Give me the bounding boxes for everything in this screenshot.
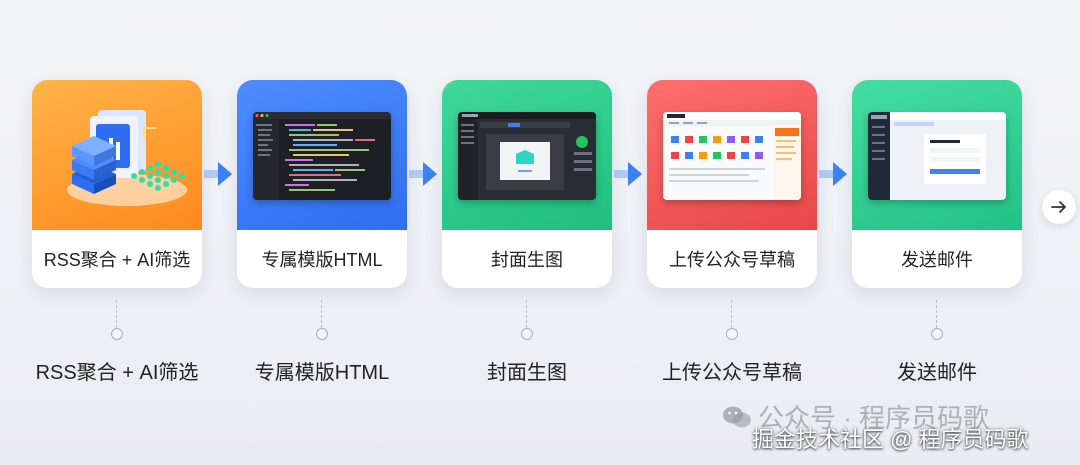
step-label: 上传公众号草稿 <box>669 250 795 270</box>
step-caption: 发送邮件 <box>897 362 977 384</box>
watermark-juejin: 掘金技术社区 @ 程序员码歌 <box>752 427 1029 452</box>
next-arrow-button[interactable] <box>1042 190 1076 224</box>
document-chart-icon <box>67 110 187 206</box>
step-label: 发送邮件 <box>901 250 973 270</box>
step-caption: 上传公众号草稿 <box>662 362 802 384</box>
step-label: RSS聚合 + AI筛选 <box>43 250 191 270</box>
arrow-right-icon <box>614 160 644 188</box>
step-card-email-illustration <box>852 80 1022 230</box>
dashboard-screenshot <box>663 112 801 200</box>
arrow-right-icon <box>819 160 849 188</box>
image-editor-screenshot <box>458 112 596 200</box>
connector <box>316 300 328 346</box>
connector <box>726 300 738 346</box>
connector <box>111 300 123 346</box>
step-card-template-illustration <box>237 80 407 230</box>
step-caption: RSS聚合 + AI筛选 <box>35 362 199 384</box>
step-label: 专属模版HTML <box>261 250 383 270</box>
code-editor-screenshot <box>253 112 391 200</box>
wechat-icon <box>723 406 751 427</box>
step-card-upload: 上传公众号草稿 <box>647 80 817 288</box>
step-caption: 封面生图 <box>487 362 567 384</box>
email-form-screenshot <box>868 112 1006 200</box>
arrow-right-icon <box>1051 201 1066 213</box>
step-caption: 专属模版HTML <box>254 362 390 384</box>
step-card-cover: 封面生图 <box>442 80 612 288</box>
step-card-email: 发送邮件 <box>852 80 1022 288</box>
step-card-upload-illustration <box>647 80 817 230</box>
server-stack-icon <box>72 136 116 194</box>
watermark-wechat: 公众号 · 程序员码歌 <box>722 398 989 435</box>
connector <box>521 300 533 346</box>
step-card-cover-illustration <box>442 80 612 230</box>
arrow-right-icon <box>204 160 234 188</box>
watermark-line1: 公众号 · 程序员码歌 <box>758 403 990 433</box>
step-label: 封面生图 <box>491 250 563 270</box>
arrow-right-icon <box>409 160 439 188</box>
step-card-template: 专属模版HTML <box>237 80 407 288</box>
step-card-rss: RSS聚合 + AI筛选 <box>32 80 202 288</box>
step-card-rss-illustration <box>32 80 202 230</box>
connector <box>931 300 943 346</box>
